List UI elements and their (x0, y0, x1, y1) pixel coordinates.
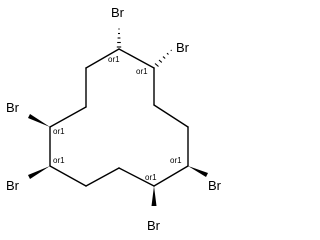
ring-bond (118, 48, 155, 69)
stereo-labels: or1 or1 or1 or1 or1 or1 (53, 55, 182, 182)
ring-bond (49, 106, 87, 128)
stereo-descriptor: or1 (53, 156, 65, 165)
wedge-bond (28, 166, 50, 179)
ring-bond (153, 165, 189, 187)
stereo-descriptor: or1 (145, 173, 157, 182)
ring-bond (118, 167, 155, 187)
stereo-descriptor: or1 (136, 67, 148, 76)
bromine-label: Br (111, 5, 125, 20)
ring-bond (85, 48, 120, 69)
bromine-label: Br (176, 40, 190, 55)
stereo-descriptor: or1 (53, 127, 65, 136)
stereo-descriptor: or1 (108, 55, 120, 64)
stereo-bonds (28, 28, 208, 206)
bromine-label: Br (6, 178, 20, 193)
hashed-bond (116, 28, 122, 48)
bromine-label: Br (6, 100, 20, 115)
bromine-label: Br (147, 218, 161, 233)
ring-bond (49, 165, 87, 187)
atom-labels: Br Br Br Br Br Br (6, 5, 222, 233)
wedge-bond (188, 166, 208, 177)
ring-bond (85, 167, 120, 187)
bromine-label: Br (208, 178, 222, 193)
ring-bond (153, 104, 189, 128)
wedge-bond (151, 186, 157, 206)
hashed-bond (154, 49, 172, 67)
wedge-bond (28, 114, 50, 127)
stereo-descriptor: or1 (170, 156, 182, 165)
molecule-structure: Br Br Br Br Br Br or1 or1 or1 or1 or1 or… (6, 5, 222, 233)
ring-bonds (49, 48, 189, 187)
